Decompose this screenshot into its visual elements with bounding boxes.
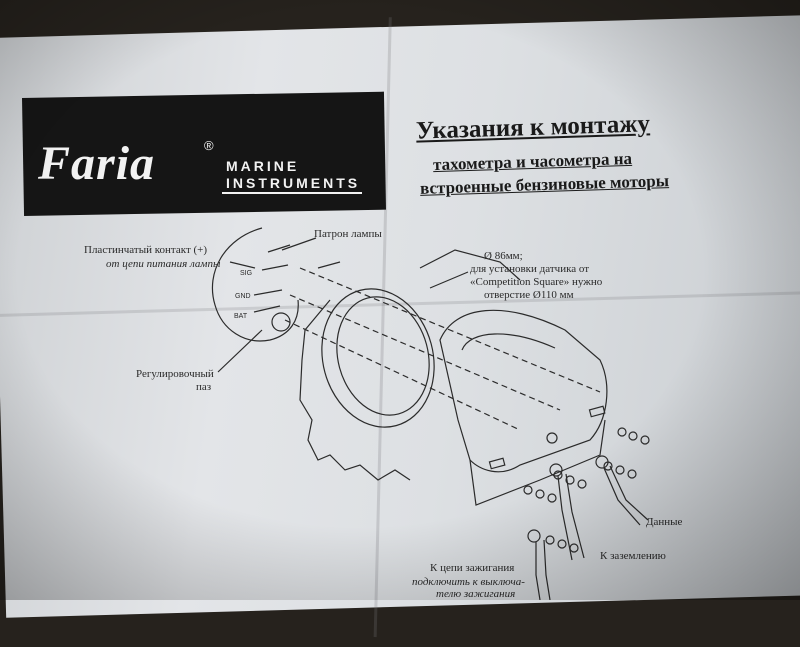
terminal-chain-4 [523, 485, 557, 503]
brand-instruments: INSTRUMENTS [226, 175, 361, 191]
adjust-slot-label-1: Регулировочный [136, 368, 214, 380]
brand-marine: MARINE [226, 158, 300, 174]
faria-logo: Faria [38, 137, 156, 190]
terminal-chain-1 [617, 427, 650, 445]
dimension-label-1: Ø 86мм; [484, 250, 523, 262]
terminal-chain-2 [603, 461, 637, 479]
mounting-bracket [439, 309, 608, 473]
ignition-label-1: К цепи зажигания [430, 562, 515, 574]
ignition-label-3: телю зажигания [436, 588, 516, 600]
data-wire-label: Данные [646, 516, 683, 528]
terminal-chain-5 [545, 535, 579, 553]
terminal-chain-3 [553, 470, 587, 489]
ignition-label-2: подключить к выключа- [412, 576, 525, 588]
contact-label-2: от цепи питания лампы [106, 258, 221, 270]
dimension-label-3: «Competition Square» нужно [470, 276, 603, 288]
stud-gnd [253, 289, 283, 296]
brand-underline [222, 192, 362, 194]
stud-lamp [267, 244, 291, 253]
adjust-knob [271, 312, 291, 332]
contact-label-1: Пластинчатый контакт (+) [84, 244, 208, 256]
terminal-sig-label: SIG [240, 270, 252, 277]
dimension-label-4: отверстие Ø110 мм [484, 289, 574, 301]
installation-diagram: SIG GND BAT [211, 227, 650, 600]
gauge-back-outline [211, 227, 299, 342]
stud-bat [253, 305, 281, 313]
ground-wire-label: К заземлению [600, 550, 666, 562]
lamp-holder-label: Патрон лампы [314, 228, 382, 240]
dimension-label-2: для установки датчика от [470, 263, 590, 275]
registered-mark: ® [204, 138, 214, 153]
terminal-bat-label: BAT [234, 313, 248, 320]
terminal-gnd-label: GND [235, 293, 251, 300]
adjust-slot-label-2: паз [196, 381, 212, 393]
mounting-ring [321, 288, 435, 428]
panel-cutout [299, 299, 411, 481]
stud-sig [261, 264, 289, 271]
